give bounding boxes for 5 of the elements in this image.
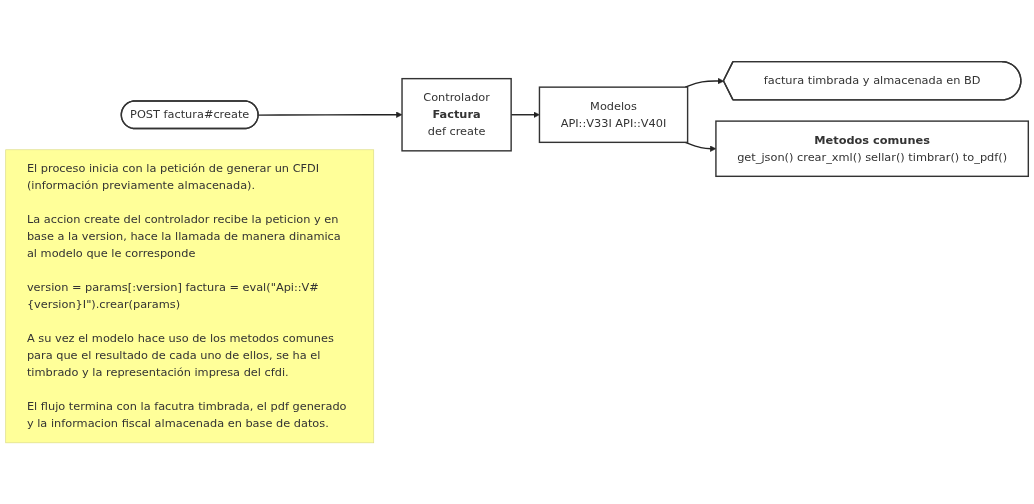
arrow: [684, 77, 725, 88]
node-box: Metodos comunes get_json() crear_xml() sellar() timbrar() to_pdf(): [715, 120, 1030, 177]
node-box: El proceso inicia con la petición de generar un CFDI (información previamente almacenada). La accion create del controlador recibe la peticion y en base a la version, hace la llamada de manera dinamica al modelo que le corresponde version = params[:version] factura = eval("Api::V#{version}I").crear(params) A su vez el modelo hace uso de los metodos comunes para que el resultado de cada uno de ellos, se ha el timbrado y la representación impresa del cfdi. El flujo termina con la facutra timbrada, el pdf generado y la informacion fiscal almacenada en base de datos.: [5, 149, 375, 443]
node-box: Controlador Factura def create: [401, 77, 512, 152]
node-box: Modelos API::V33I API::V40I: [538, 86, 689, 143]
